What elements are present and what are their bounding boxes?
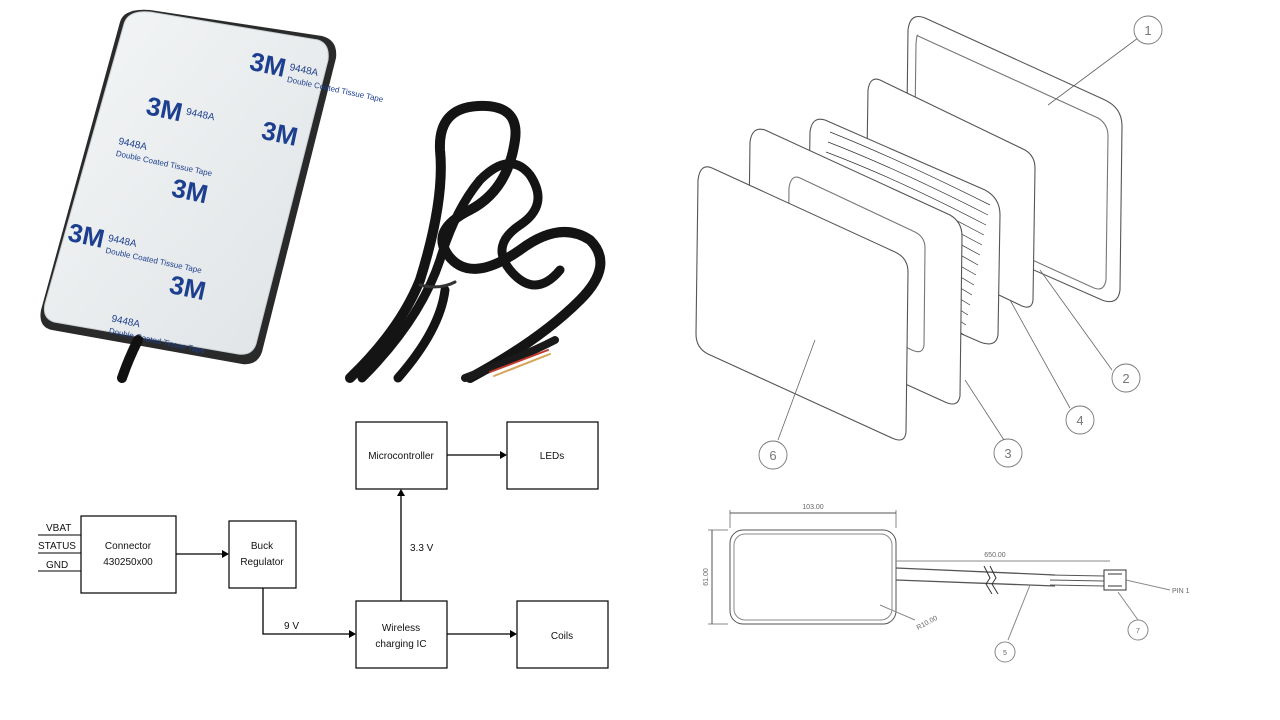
buck-label-line1: Buck	[251, 541, 274, 552]
tape-brand-4: 3M	[169, 173, 211, 210]
dimension-drawing	[708, 510, 1171, 663]
tape-brand-1: 3M	[247, 46, 289, 83]
callout-2	[1111, 363, 1141, 393]
connector-part-number: 430250x00	[103, 557, 153, 568]
callout-5	[994, 641, 1016, 663]
callout-6	[758, 440, 788, 470]
signal-label-vbat: VBAT	[46, 523, 71, 534]
connector-block	[80, 515, 177, 594]
coils-label: Coils	[551, 631, 573, 642]
width-dimension-value: 103.00	[802, 504, 824, 511]
arrow-buck-to-wireless	[262, 588, 350, 635]
callout-3-label: 3	[1004, 446, 1011, 461]
block-diagram: VBAT STATUS GND Connector 430250x00 Buck…	[38, 421, 609, 669]
callout-1-label: 1	[1144, 23, 1151, 38]
buck-regulator-block	[228, 520, 297, 589]
voltage-label-9v: 9 V	[284, 621, 299, 632]
wireless-label-line2: charging IC	[375, 639, 426, 650]
leds-label: LEDs	[540, 451, 564, 462]
callout-6-label: 6	[769, 448, 776, 463]
callout-1	[1133, 15, 1163, 45]
callout-2-label: 2	[1122, 371, 1129, 386]
callout-3	[993, 438, 1023, 468]
callout-4-label: 4	[1076, 413, 1083, 428]
coils-block	[516, 600, 609, 669]
pad-outline	[729, 529, 897, 625]
cable-length-value: 650.00	[984, 552, 1006, 559]
cable-connector	[1103, 569, 1127, 591]
microcontroller-label: Microcontroller	[368, 451, 434, 462]
buck-label-line2: Regulator	[240, 557, 284, 568]
callout-7-label: 7	[1136, 628, 1140, 635]
leds-block	[506, 421, 599, 490]
wireless-charging-ic-block	[355, 600, 448, 669]
wireless-label-line1: Wireless	[382, 623, 420, 634]
tape-brand-3: 3M	[259, 115, 301, 152]
tape-brand-5: 3M	[66, 217, 108, 254]
signal-label-status: STATUS	[38, 541, 76, 552]
radius-value: R10.00	[916, 615, 939, 632]
pin-label: PIN 1	[1172, 588, 1190, 595]
callout-4	[1065, 405, 1095, 435]
signal-label-gnd: GND	[46, 560, 68, 571]
callout-7	[1127, 619, 1149, 641]
exploded-view	[695, 15, 1163, 470]
tape-brand-6: 3M	[167, 269, 209, 306]
voltage-label-3v3: 3.3 V	[410, 543, 434, 554]
connector-label: Connector	[105, 541, 152, 552]
tape-brand-2: 3M	[144, 90, 186, 127]
callout-5-label: 5	[1003, 650, 1007, 657]
cable-photo	[345, 100, 606, 383]
height-dimension-value: 61.00	[703, 568, 710, 586]
cover-part-6	[695, 166, 909, 441]
charging-pad-photo: 3M 9448A Double Coated Tissue Tape 3M 94…	[40, 9, 385, 383]
